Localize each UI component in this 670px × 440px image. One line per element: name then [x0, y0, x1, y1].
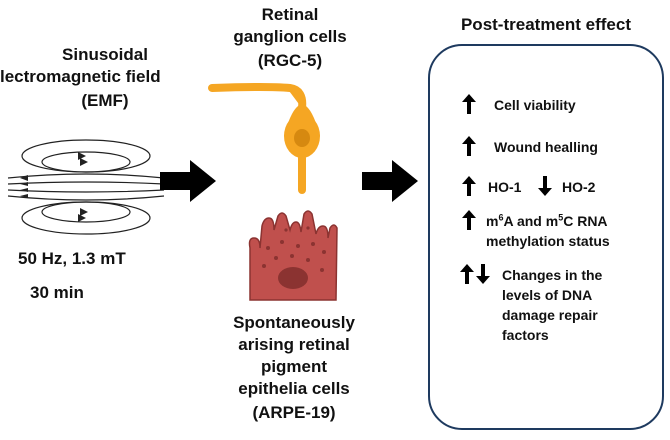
effect-ho1: HO-1 — [488, 179, 522, 195]
rgc-label-line2: ganglion cells — [233, 27, 347, 46]
arrow-up-icon — [462, 210, 476, 230]
emf-title-line1: Sinusoidal — [62, 45, 148, 64]
emf-duration: 30 min — [30, 283, 84, 302]
emf-frequency: 50 Hz, 1.3 mT — [18, 249, 126, 268]
arrow-up-icon — [462, 136, 476, 156]
arpe-label-line3: pigment — [260, 357, 328, 376]
effect-dna-line4: factors — [502, 327, 549, 343]
arpe-label-line4: epithelia cells — [238, 379, 350, 398]
effect-rna-methylation: m6A and m5C RNA — [486, 212, 608, 229]
arpe-label-line2: arising retinal — [238, 335, 350, 354]
arpe-label-line5: (ARPE-19) — [252, 403, 336, 422]
arrow-down-icon — [476, 264, 490, 284]
emf-title-line2: lectromagnetic field — [0, 67, 161, 86]
effects-title: Post-treatment effect — [460, 15, 632, 34]
effect-methylation-status: methylation status — [486, 233, 610, 249]
arrow-up-icon — [462, 176, 476, 196]
effect-cell-viability: Cell viability — [494, 97, 576, 113]
effect-wound-healing: Wound healling — [494, 139, 598, 155]
arrow-down-icon — [538, 176, 552, 196]
rgc-label-line1: Retinal — [261, 5, 319, 24]
effect-dna-line2: levels of DNA — [502, 287, 593, 303]
rgc-label-line3: (RGC-5) — [257, 51, 323, 70]
arpe-label-line1: Spontaneously — [233, 313, 355, 332]
arrow-up-icon — [462, 94, 476, 114]
effect-ho2: HO-2 — [562, 179, 596, 195]
arrow-right-icon — [160, 160, 216, 202]
arrow-up-icon — [460, 264, 474, 284]
effects-panel: Cell viability Wound healling HO-1 HO-2 … — [428, 44, 664, 430]
effect-dna-line3: damage repair — [502, 307, 598, 323]
epithelial-cell-illustration — [248, 210, 338, 301]
emf-field-diagram — [7, 139, 165, 235]
arrow-right-icon — [362, 160, 418, 202]
effect-dna-line1: Changes in the — [502, 267, 603, 283]
ganglion-cell-illustration — [208, 83, 320, 194]
emf-title-line3: (EMF) — [81, 91, 129, 110]
